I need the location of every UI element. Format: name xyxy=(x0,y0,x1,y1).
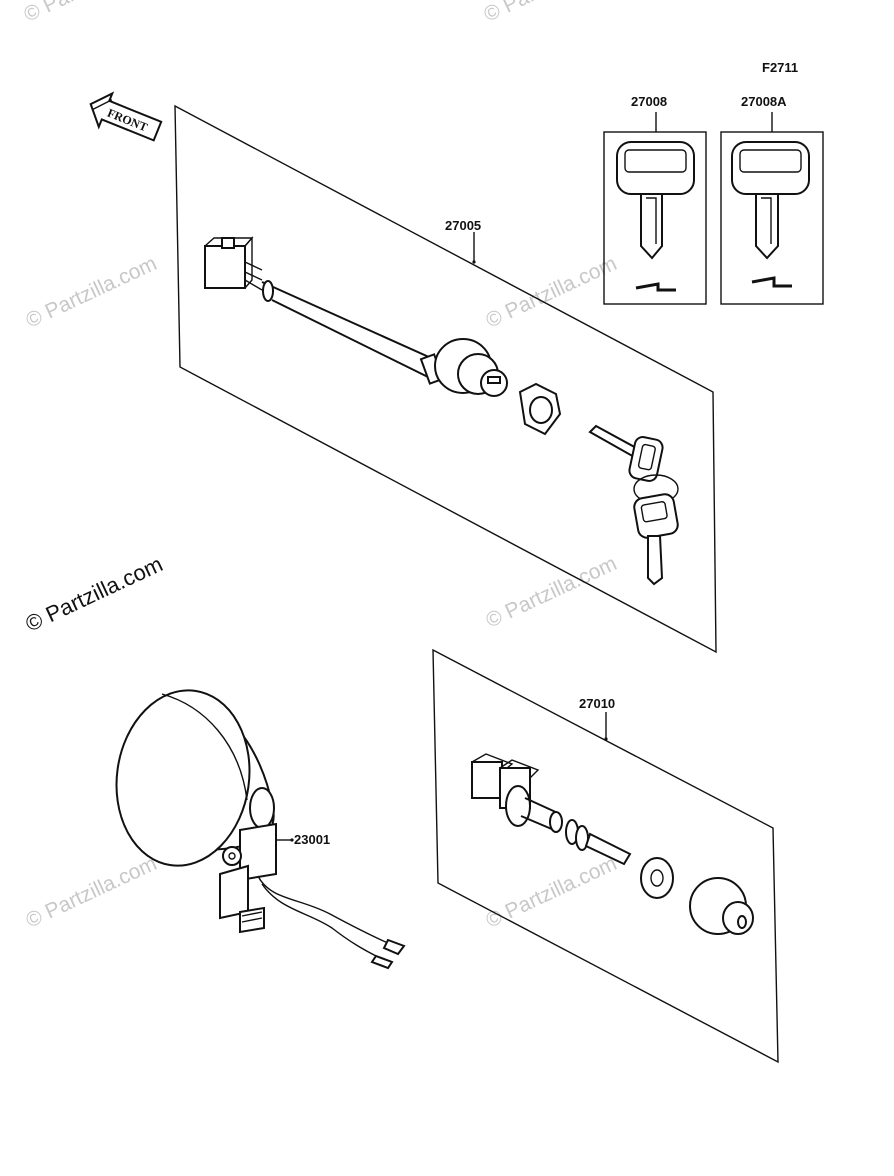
watermark-left-upper: © Partzilla.com xyxy=(22,252,160,333)
cam-plate-icon xyxy=(640,857,674,899)
watermark-prominent: © Partzilla.com xyxy=(22,551,167,636)
watermark-center-lower: © Partzilla.com xyxy=(482,852,620,933)
ignition-switch-panel: 27005 xyxy=(174,104,717,654)
key-blank-icon xyxy=(616,141,695,260)
mount-bracket-icon xyxy=(219,822,277,934)
switch-shaft-icon xyxy=(565,819,632,866)
key-blank-alt-box: 27008A xyxy=(720,94,824,305)
watermark-center-upper: © Partzilla.com xyxy=(482,252,620,333)
headlamp-icon xyxy=(115,689,275,867)
part-number-27005: 27005 xyxy=(445,218,481,233)
key-blank-box: 27008 xyxy=(603,94,707,305)
switch-housing-icon xyxy=(471,753,540,827)
hex-nut-icon xyxy=(518,382,562,436)
part-number-27008: 27008 xyxy=(631,94,667,109)
headlamp-wires-icon xyxy=(257,875,406,970)
switch-cap-icon xyxy=(689,877,754,935)
connector-icon xyxy=(204,236,263,291)
switch-assembly-panel: 27010 xyxy=(432,648,779,1064)
part-number-27008a: 27008A xyxy=(741,94,787,109)
key-pair-icon xyxy=(588,424,679,586)
key-blank-alt-icon xyxy=(731,141,810,260)
ignition-switch-body-icon xyxy=(419,338,508,397)
watermark-left-lower: © Partzilla.com xyxy=(22,852,160,933)
figure-code: F2711 xyxy=(762,60,798,75)
front-arrow-icon: FRONT xyxy=(89,91,163,142)
watermark-top-center: © Partzilla.com xyxy=(480,0,618,27)
part-number-23001: 23001 xyxy=(294,832,330,847)
part-number-27010: 27010 xyxy=(579,696,615,711)
headlamp-group: 23001 xyxy=(115,689,406,970)
watermark-top-left: © Partzilla.com xyxy=(20,0,158,27)
